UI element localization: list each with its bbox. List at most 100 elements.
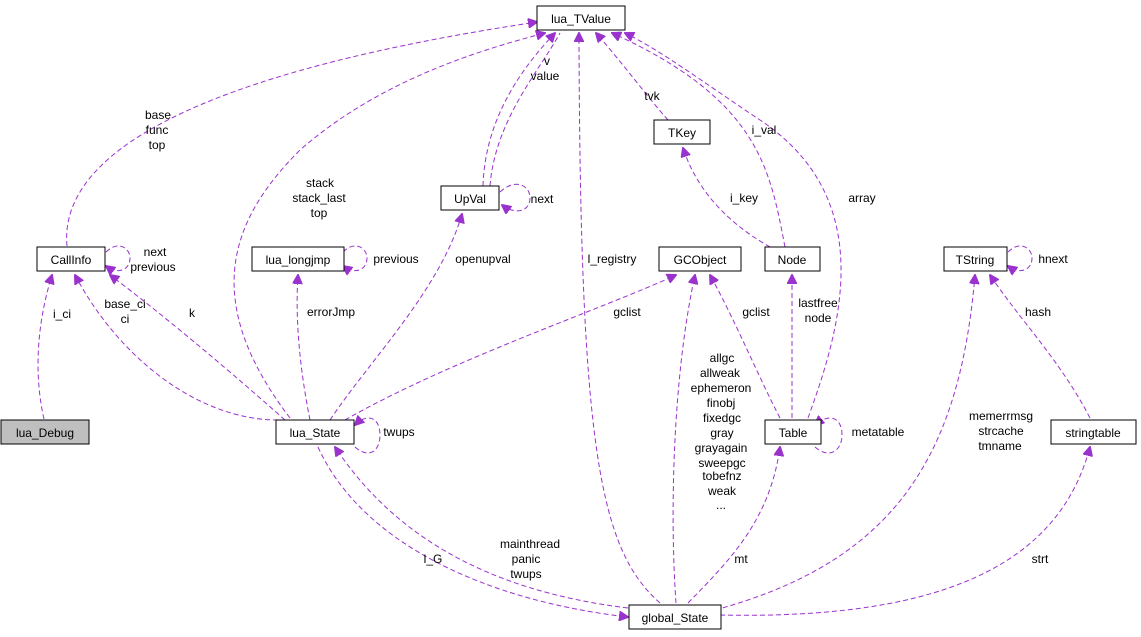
label-l-g: l_G bbox=[424, 552, 443, 566]
node-stringtable-label: stringtable bbox=[1065, 426, 1121, 440]
node-node-label: Node bbox=[778, 253, 807, 267]
edge-node-to-tkey bbox=[683, 148, 771, 248]
label-mainthread: mainthread bbox=[500, 537, 560, 551]
edge-tstring-self bbox=[1008, 245, 1033, 271]
label-gclist-state: gclist bbox=[613, 305, 641, 319]
label-ephemeron: ephemeron bbox=[691, 381, 752, 395]
edge-labels: base func top v value tvk i_val array st… bbox=[53, 54, 1068, 581]
node-lua-debug[interactable]: lua_Debug bbox=[0, 419, 90, 445]
node-global-state[interactable]: global_State bbox=[628, 604, 722, 630]
edge-state-to-longjmp bbox=[297, 275, 311, 421]
node-tkey[interactable]: TKey bbox=[653, 119, 711, 145]
edge-table-self bbox=[815, 418, 843, 454]
node-gcobject[interactable]: GCObject bbox=[658, 246, 742, 272]
node-table-label: Table bbox=[779, 426, 808, 440]
label-errorjmp: errorJmp bbox=[307, 305, 355, 319]
label-lastfree: lastfree bbox=[798, 296, 838, 310]
node-lua-longjmp[interactable]: lua_longjmp bbox=[251, 246, 345, 272]
edge-upval-to-tvalue-2 bbox=[489, 32, 561, 187]
label-previous-longjmp: previous bbox=[373, 252, 418, 266]
edge-table-to-tvalue bbox=[625, 33, 842, 419]
label-tvk: tvk bbox=[644, 89, 660, 103]
label-base-ci: base_ci bbox=[104, 297, 145, 311]
label-value: value bbox=[531, 69, 560, 83]
node-callinfo-label: CallInfo bbox=[51, 253, 92, 267]
edge-state-to-tvalue bbox=[233, 33, 545, 419]
node-lua-longjmp-label: lua_longjmp bbox=[266, 253, 331, 267]
label-top-2: top bbox=[311, 206, 328, 220]
label-i-val: i_val bbox=[752, 123, 777, 137]
edge-state-to-callinfo-a bbox=[75, 275, 279, 421]
label-top: top bbox=[149, 138, 166, 152]
label-stack-last: stack_last bbox=[292, 191, 346, 205]
edge-stringtable-to-tstring bbox=[990, 275, 1091, 419]
label-l-registry: l_registry bbox=[588, 252, 637, 266]
label-openupval: openupval bbox=[455, 252, 510, 266]
node-tstring[interactable]: TString bbox=[943, 246, 1008, 272]
label-finobj: finobj bbox=[707, 396, 736, 410]
label-hash: hash bbox=[1025, 305, 1051, 319]
edge-state-to-callinfo-b bbox=[110, 275, 286, 421]
label-ellipsis: ... bbox=[716, 498, 726, 512]
label-ci: ci bbox=[121, 312, 130, 326]
edge-global-to-tvalue bbox=[579, 33, 661, 604]
node-table[interactable]: Table bbox=[764, 419, 822, 445]
label-previous-callinfo: previous bbox=[130, 260, 175, 274]
edge-global-to-table bbox=[687, 447, 780, 604]
node-upval[interactable]: UpVal bbox=[440, 185, 500, 211]
node-lua-tvalue[interactable]: lua_TValue bbox=[536, 5, 626, 31]
label-hnext: hnext bbox=[1038, 252, 1068, 266]
node-lua-tvalue-label: lua_TValue bbox=[551, 12, 611, 26]
edge-global-to-tstring bbox=[714, 275, 975, 611]
node-global-state-label: global_State bbox=[642, 611, 709, 625]
edge-tkey-to-tvalue bbox=[596, 33, 669, 121]
label-sweepgc: sweepgc bbox=[698, 456, 745, 470]
label-twups: twups bbox=[510, 567, 541, 581]
node-tkey-label: TKey bbox=[668, 126, 696, 140]
label-strt: strt bbox=[1032, 552, 1049, 566]
node-node[interactable]: Node bbox=[764, 246, 821, 272]
edge-state-to-upval bbox=[329, 214, 462, 421]
label-stack: stack bbox=[306, 176, 335, 190]
label-i-key: i_key bbox=[730, 191, 758, 205]
label-strcache: strcache bbox=[978, 424, 1024, 438]
label-array: array bbox=[848, 191, 875, 205]
edge-global-to-gcobject bbox=[672, 275, 695, 604]
node-tstring-label: TString bbox=[956, 253, 995, 267]
label-next-callinfo: next bbox=[144, 245, 167, 259]
label-i-ci: i_ci bbox=[53, 307, 71, 321]
edges bbox=[37, 22, 1091, 617]
edge-callinfo-to-tvalue bbox=[66, 22, 537, 247]
label-tmname: tmname bbox=[978, 439, 1022, 453]
label-allgc: allgc bbox=[710, 351, 735, 365]
edge-node-to-tvalue bbox=[612, 33, 786, 248]
label-gray: gray bbox=[710, 426, 733, 440]
node-gcobject-label: GCObject bbox=[674, 253, 727, 267]
label-fixedgc: fixedgc bbox=[703, 411, 741, 425]
edge-debug-to-callinfo bbox=[37, 275, 52, 420]
node-stringtable[interactable]: stringtable bbox=[1050, 419, 1137, 445]
label-node: node bbox=[805, 311, 832, 325]
edge-callinfo-self bbox=[106, 245, 131, 271]
edge-upval-to-tvalue bbox=[482, 33, 555, 187]
edge-upval-self bbox=[499, 183, 531, 211]
nodes: lua_TValue CallInfo lua_Debug UpVal lua_… bbox=[0, 5, 1137, 630]
edge-state-to-gcobject bbox=[344, 275, 676, 421]
node-lua-state-label: lua_State bbox=[290, 426, 341, 440]
node-callinfo[interactable]: CallInfo bbox=[36, 246, 106, 272]
edge-longjmp-self bbox=[343, 245, 368, 271]
edge-global-to-state bbox=[335, 447, 629, 609]
label-weak: weak bbox=[707, 484, 737, 498]
label-twups-self: twups bbox=[383, 425, 414, 439]
node-lua-state[interactable]: lua_State bbox=[275, 419, 355, 445]
label-mt: mt bbox=[734, 552, 748, 566]
edge-state-to-global bbox=[317, 446, 628, 617]
label-v: v bbox=[544, 54, 550, 68]
label-base: base bbox=[145, 108, 171, 122]
label-grayagain: grayagain bbox=[695, 441, 748, 455]
edge-global-to-stringtable bbox=[719, 447, 1090, 616]
label-k: k bbox=[189, 306, 196, 320]
label-next-upval: next bbox=[531, 192, 554, 206]
label-allweak: allweak bbox=[700, 366, 741, 380]
